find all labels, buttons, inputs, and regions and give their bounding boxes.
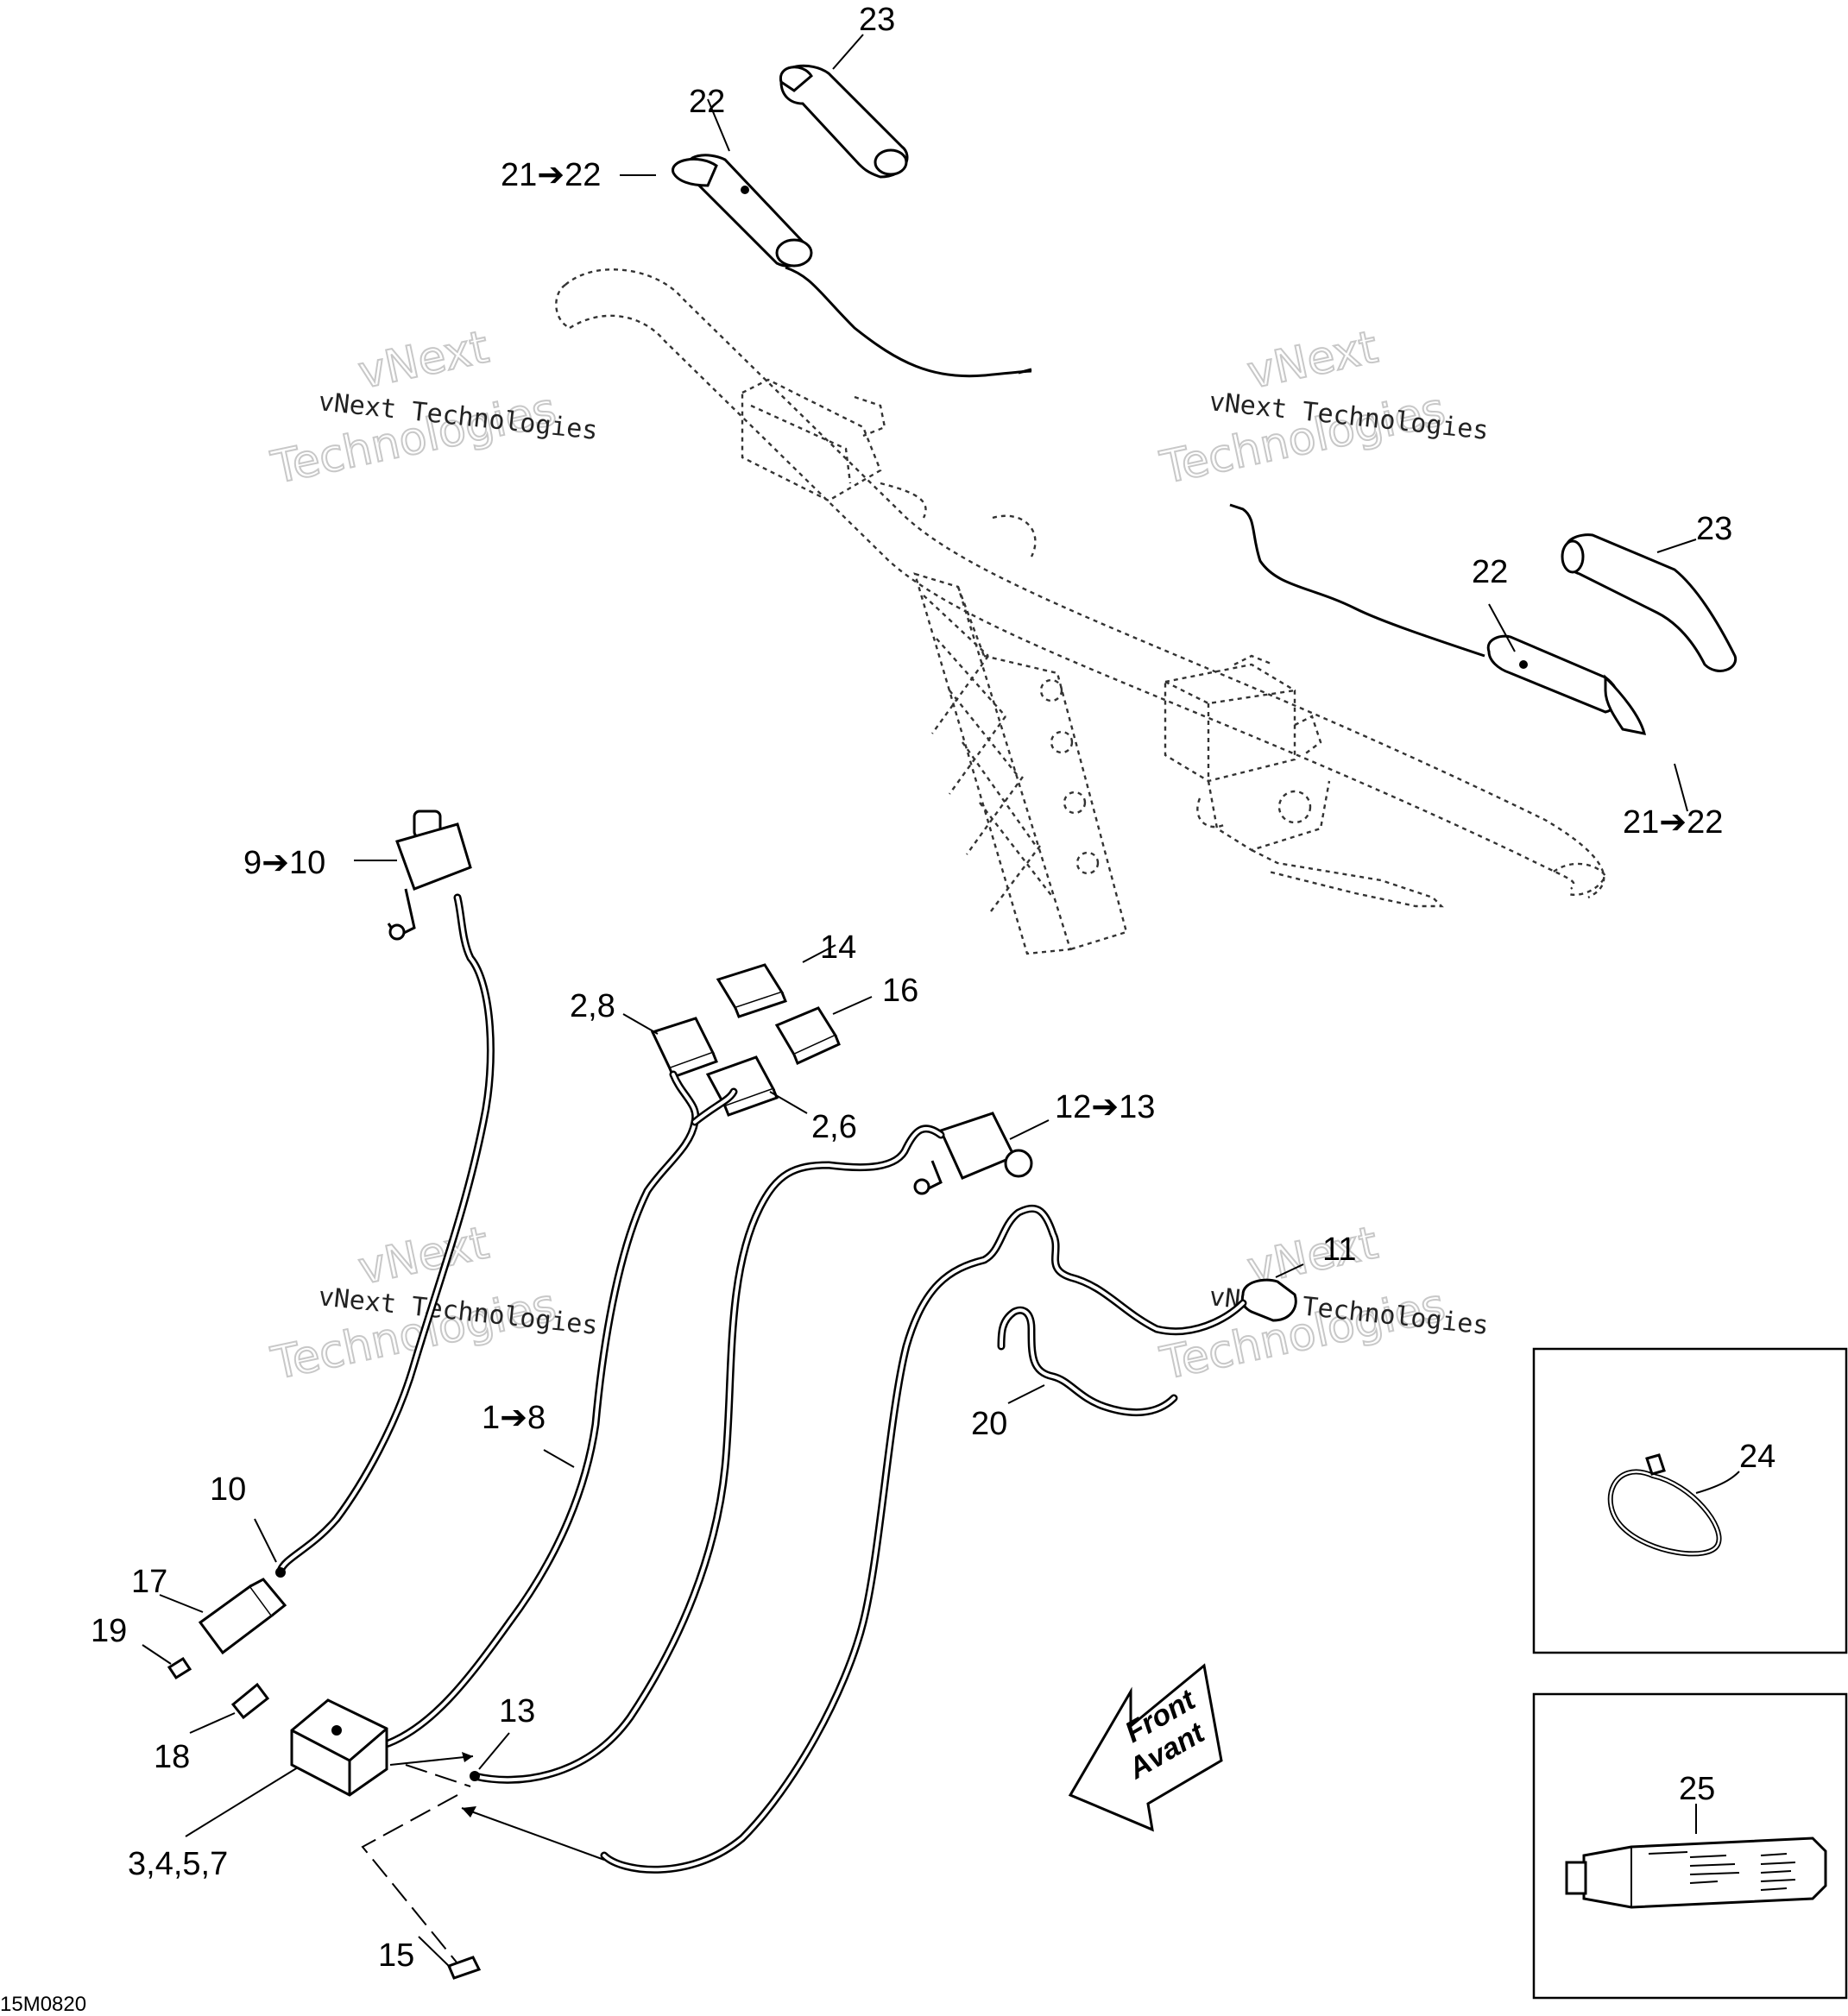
callout-3-4-5-7: 3,4,5,7 bbox=[128, 1846, 228, 1882]
left-grip-assembly bbox=[672, 64, 1032, 378]
callout-23-right: 23 bbox=[1696, 511, 1732, 547]
callout-20: 20 bbox=[971, 1406, 1007, 1442]
seal-18 bbox=[230, 1682, 270, 1720]
left-switch-housing-ghost bbox=[741, 378, 1037, 558]
watermark-outline-top: vNext bbox=[354, 1217, 493, 1295]
connector-2-8 bbox=[650, 1017, 718, 1079]
front-arrow: Front Avant bbox=[1068, 1663, 1223, 1832]
terminal-19 bbox=[167, 1656, 192, 1680]
callout-21-22-top: 21➔22 bbox=[501, 157, 601, 193]
right-grip-assembly bbox=[1229, 503, 1738, 735]
inset-box-24 bbox=[1532, 1347, 1848, 1654]
connector-17 bbox=[198, 1578, 287, 1655]
callout-9-10: 9➔10 bbox=[243, 845, 325, 881]
callout-10: 10 bbox=[210, 1471, 246, 1508]
callout-21-22-right: 21➔22 bbox=[1623, 804, 1723, 841]
callout-2-8: 2,8 bbox=[570, 988, 615, 1024]
handlebar-ghost bbox=[555, 268, 1607, 899]
terminal-15 bbox=[446, 1956, 482, 1980]
callout-18: 18 bbox=[154, 1739, 190, 1775]
callout-24: 24 bbox=[1739, 1439, 1775, 1475]
callout-labels: 23 22 21➔22 23 22 21➔22 9➔10 14 16 2,8 2… bbox=[91, 2, 1775, 1974]
callout-15: 15 bbox=[378, 1937, 414, 1974]
callout-17: 17 bbox=[131, 1564, 167, 1600]
switch-9-10 bbox=[275, 810, 495, 1578]
harness-1-8 bbox=[365, 1070, 738, 1756]
leader-lines bbox=[142, 34, 1697, 1969]
watermark-top-left: vNext Technologies vNext Technologies bbox=[266, 320, 599, 495]
callout-1-8: 1➔8 bbox=[482, 1400, 546, 1436]
callout-22-right: 22 bbox=[1472, 554, 1508, 590]
callout-12-13: 12➔13 bbox=[1055, 1089, 1155, 1125]
brake-master-cylinder bbox=[1164, 654, 1444, 908]
watermark-outline-top: vNext bbox=[1243, 321, 1382, 399]
switch-12-13 bbox=[470, 1112, 1033, 1784]
watermark-top-right: vNext Technologies vNext Technologies bbox=[1155, 320, 1490, 495]
connector-3-4-5-7 bbox=[290, 1698, 388, 1797]
callout-2-6: 2,6 bbox=[811, 1109, 857, 1145]
callout-19: 19 bbox=[91, 1613, 127, 1649]
connector-2-6 bbox=[705, 1055, 779, 1117]
callout-13: 13 bbox=[499, 1693, 535, 1729]
inset-box-25 bbox=[1532, 1692, 1848, 2000]
reference-code: 15M0820 bbox=[0, 1993, 86, 2016]
steering-column-ghost bbox=[913, 572, 1128, 955]
sensor-11 bbox=[600, 1204, 1297, 1874]
callout-11: 11 bbox=[1322, 1232, 1356, 1268]
callout-14: 14 bbox=[820, 929, 856, 966]
callout-22-top: 22 bbox=[689, 84, 725, 120]
callout-23-top: 23 bbox=[859, 2, 895, 38]
callout-16: 16 bbox=[882, 973, 918, 1009]
assembly-dash-lines bbox=[361, 1752, 605, 1964]
connector-14 bbox=[716, 963, 787, 1018]
hose-20 bbox=[997, 1306, 1178, 1417]
watermark-outline-top: vNext bbox=[354, 321, 493, 399]
callout-25: 25 bbox=[1679, 1771, 1715, 1807]
connector-16 bbox=[774, 1006, 841, 1066]
